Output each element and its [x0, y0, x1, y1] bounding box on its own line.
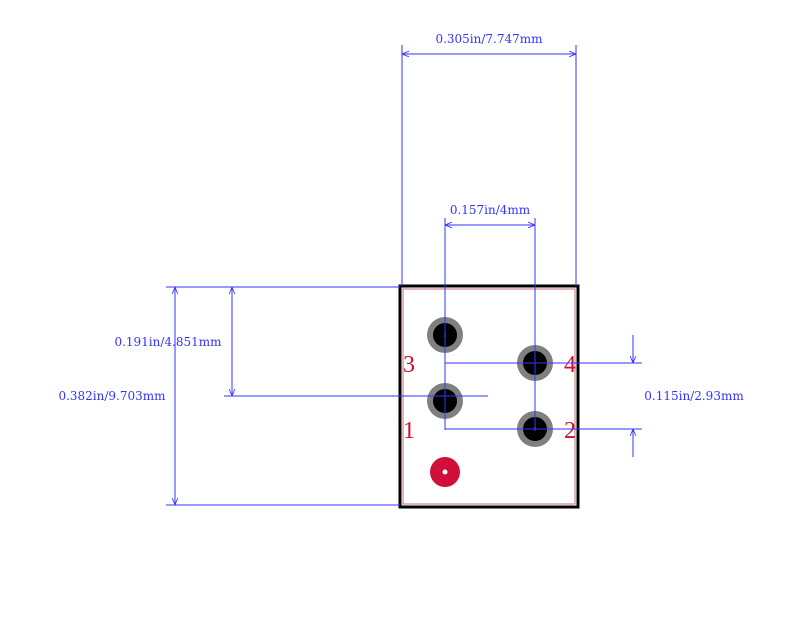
pin-labels: 3 4 1 2	[403, 352, 576, 444]
pin1-marker-center	[442, 469, 448, 475]
dim-pin-pitch-x: 0.157in/4mm	[450, 203, 531, 217]
dim-overall-height: 0.382in/9.703mm	[58, 389, 166, 403]
dimension-lines	[166, 45, 642, 506]
pin-label-1: 1	[403, 418, 415, 444]
dim-pin-pitch-y: 0.115in/2.93mm	[644, 389, 744, 403]
dim-overall-width: 0.305in/7.747mm	[435, 32, 543, 46]
pads: 3 2	[427, 317, 553, 447]
dim-row-offset-y: 0.191in/4.851mm	[114, 335, 222, 349]
pin1-marker	[430, 457, 460, 487]
pin-label-3: 3	[403, 352, 415, 378]
pin-label-4: 4	[564, 352, 576, 378]
dimension-labels: 0.305in/7.747mm 0.157in/4mm 0.191in/4.85…	[58, 32, 744, 403]
pin-label-2: 2	[564, 418, 576, 444]
